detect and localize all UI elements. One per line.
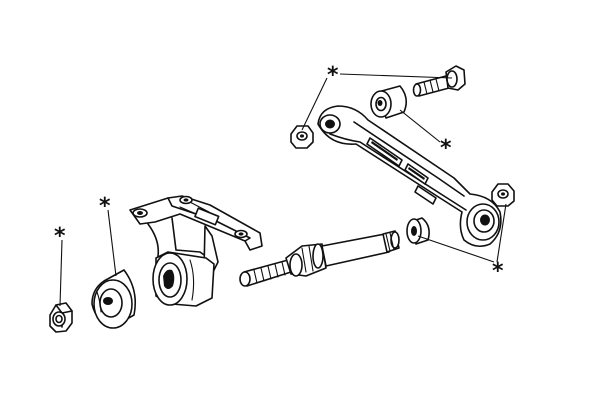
- callout-marker: *: [99, 194, 111, 219]
- bolt-top: [412, 65, 466, 97]
- callout-marker: *: [440, 136, 452, 161]
- bushing-sleeve: [91, 269, 137, 329]
- callout-marker: *: [54, 224, 66, 249]
- stud-shaft: [239, 230, 400, 287]
- nut-right: [491, 183, 515, 207]
- link-arm: [317, 105, 502, 248]
- bushing-top: [370, 85, 408, 119]
- callout-marker: *: [327, 63, 339, 88]
- nut-left: [49, 302, 73, 333]
- nut-top: [290, 125, 314, 149]
- callout-bolt-and-nut: *: [301, 63, 453, 131]
- callout-washer-and-nut: *: [417, 203, 507, 284]
- callout-nut-left: *: [54, 224, 66, 307]
- callout-bushing-top: *: [399, 109, 452, 161]
- washer-right: [406, 217, 430, 245]
- callout-marker: *: [492, 259, 504, 284]
- callout-bushing-sleeve: *: [99, 194, 117, 277]
- bracket: [129, 195, 263, 307]
